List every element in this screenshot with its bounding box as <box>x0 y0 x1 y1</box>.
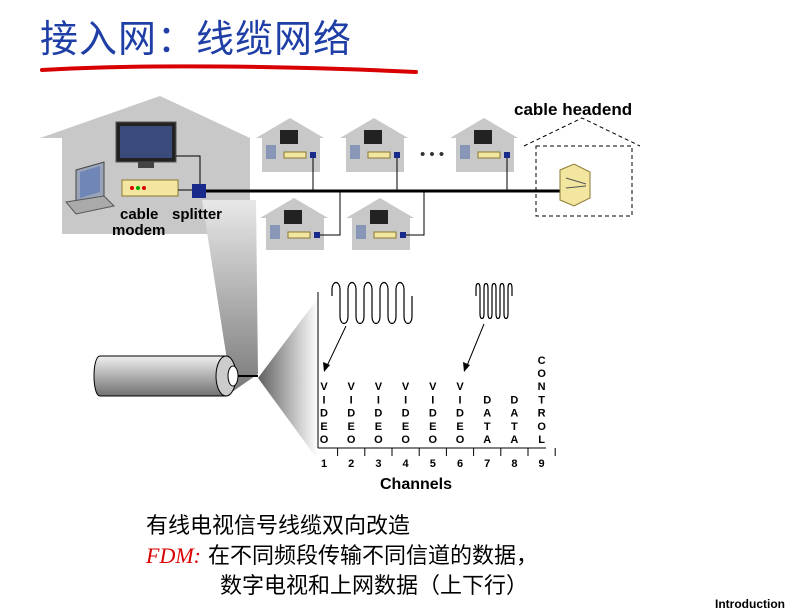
channel-8-letter: A <box>510 408 518 420</box>
channel-1-letter: D <box>320 408 328 420</box>
channel-2-letter: D <box>347 408 355 420</box>
small-house-3 <box>450 118 518 191</box>
title-underline <box>40 64 418 74</box>
channel-9-letter: L <box>538 434 545 446</box>
body-line-2: FDM: 在不同频段传输不同信道的数据， <box>146 538 538 570</box>
tv-monitor-icon <box>115 121 177 168</box>
channel-5-letter: V <box>429 381 437 393</box>
channel-9-letter: T <box>538 394 545 406</box>
ellipsis: • • • <box>420 146 445 163</box>
channel-4-letter: E <box>402 421 409 433</box>
channel-7-letter: A <box>483 408 491 420</box>
channel-2-letter: V <box>348 381 356 393</box>
channel-4-letter: D <box>402 408 410 420</box>
body-line-3: 数字电视和上网数据（上下行） <box>220 574 529 599</box>
channel-ticks <box>337 448 556 456</box>
channel-number: 9 <box>539 458 545 470</box>
channel-1-letter: V <box>320 381 328 393</box>
channel-6-letter: E <box>456 421 463 433</box>
channel-3-letter: V <box>375 381 383 393</box>
channel-1-letter: E <box>320 421 327 433</box>
channel-6-letter: O <box>456 434 465 446</box>
channel-8-letter: D <box>510 394 518 406</box>
channel-8-letter: A <box>510 434 518 446</box>
coax-cable-icon <box>93 355 258 397</box>
footer-introduction: Introduction <box>715 597 785 611</box>
channel-8-letter: T <box>511 421 518 433</box>
body-line-1: 有线电视信号线缆双向改造 <box>146 514 411 539</box>
channel-letters: VIDEO1VIDEO2VIDEO3VIDEO4VIDEO5VIDEO6DATA… <box>320 355 547 470</box>
slide-title: 接入网：线缆网络 <box>40 17 353 61</box>
channels-label: Channels <box>380 476 453 493</box>
channel-7-letter: T <box>484 421 491 433</box>
channel-3-letter: O <box>374 434 383 446</box>
splitter-icon <box>192 184 206 198</box>
channel-7-letter: A <box>483 434 491 446</box>
channel-9-letter: N <box>538 381 546 393</box>
small-house-5 <box>346 191 425 250</box>
channel-2-letter: E <box>348 421 355 433</box>
cable-modem-label-2: modem <box>112 222 166 239</box>
headend-label: cable headend <box>514 100 633 119</box>
channel-4-letter: I <box>404 394 407 406</box>
channel-2-letter: O <box>347 434 356 446</box>
channel-6-letter: V <box>456 381 464 393</box>
video-arrow <box>325 325 347 369</box>
cable-headend <box>523 117 641 217</box>
channel-5-letter: I <box>431 394 434 406</box>
data-waveform <box>475 282 513 320</box>
channel-3-letter: E <box>375 421 382 433</box>
small-house-4 <box>260 191 341 250</box>
channel-number: 4 <box>403 458 410 470</box>
channel-6-letter: I <box>458 394 461 406</box>
channel-3-letter: I <box>377 394 380 406</box>
data-arrow <box>465 323 485 369</box>
channel-5-letter: E <box>429 421 436 433</box>
channel-number: 6 <box>457 458 463 470</box>
channel-9-letter: R <box>538 408 546 420</box>
channel-number: 8 <box>511 458 517 470</box>
channel-9-letter: O <box>537 421 546 433</box>
channel-5-letter: D <box>429 408 437 420</box>
splitter-label: splitter <box>172 206 223 223</box>
channel-number: 7 <box>484 458 490 470</box>
video-waveform <box>331 281 413 325</box>
computer-icon <box>65 161 116 215</box>
channel-number: 2 <box>348 458 354 470</box>
cable-modem-icon <box>121 179 179 197</box>
channel-number: 1 <box>321 458 327 470</box>
zoom-beam <box>202 200 258 392</box>
channel-1-letter: O <box>320 434 329 446</box>
channel-2-letter: I <box>350 394 353 406</box>
channel-6-letter: D <box>456 408 464 420</box>
small-house-1 <box>256 118 324 191</box>
body-line-2-text: 在不同频段传输不同信道的数据， <box>207 544 538 569</box>
channel-number: 5 <box>430 458 436 470</box>
small-house-2 <box>340 118 408 191</box>
channel-5-letter: O <box>429 434 438 446</box>
channel-4-letter: V <box>402 381 410 393</box>
channel-3-letter: D <box>374 408 382 420</box>
channel-9-letter: O <box>537 368 546 380</box>
channel-number: 3 <box>375 458 381 470</box>
cable-modem-label-1: cable <box>120 206 159 223</box>
channel-7-letter: D <box>483 394 491 406</box>
channel-1-letter: I <box>322 394 325 406</box>
fdm-label: FDM: <box>146 543 201 568</box>
signal-cone <box>258 298 318 460</box>
channel-4-letter: O <box>401 434 410 446</box>
channel-9-letter: C <box>538 355 546 367</box>
